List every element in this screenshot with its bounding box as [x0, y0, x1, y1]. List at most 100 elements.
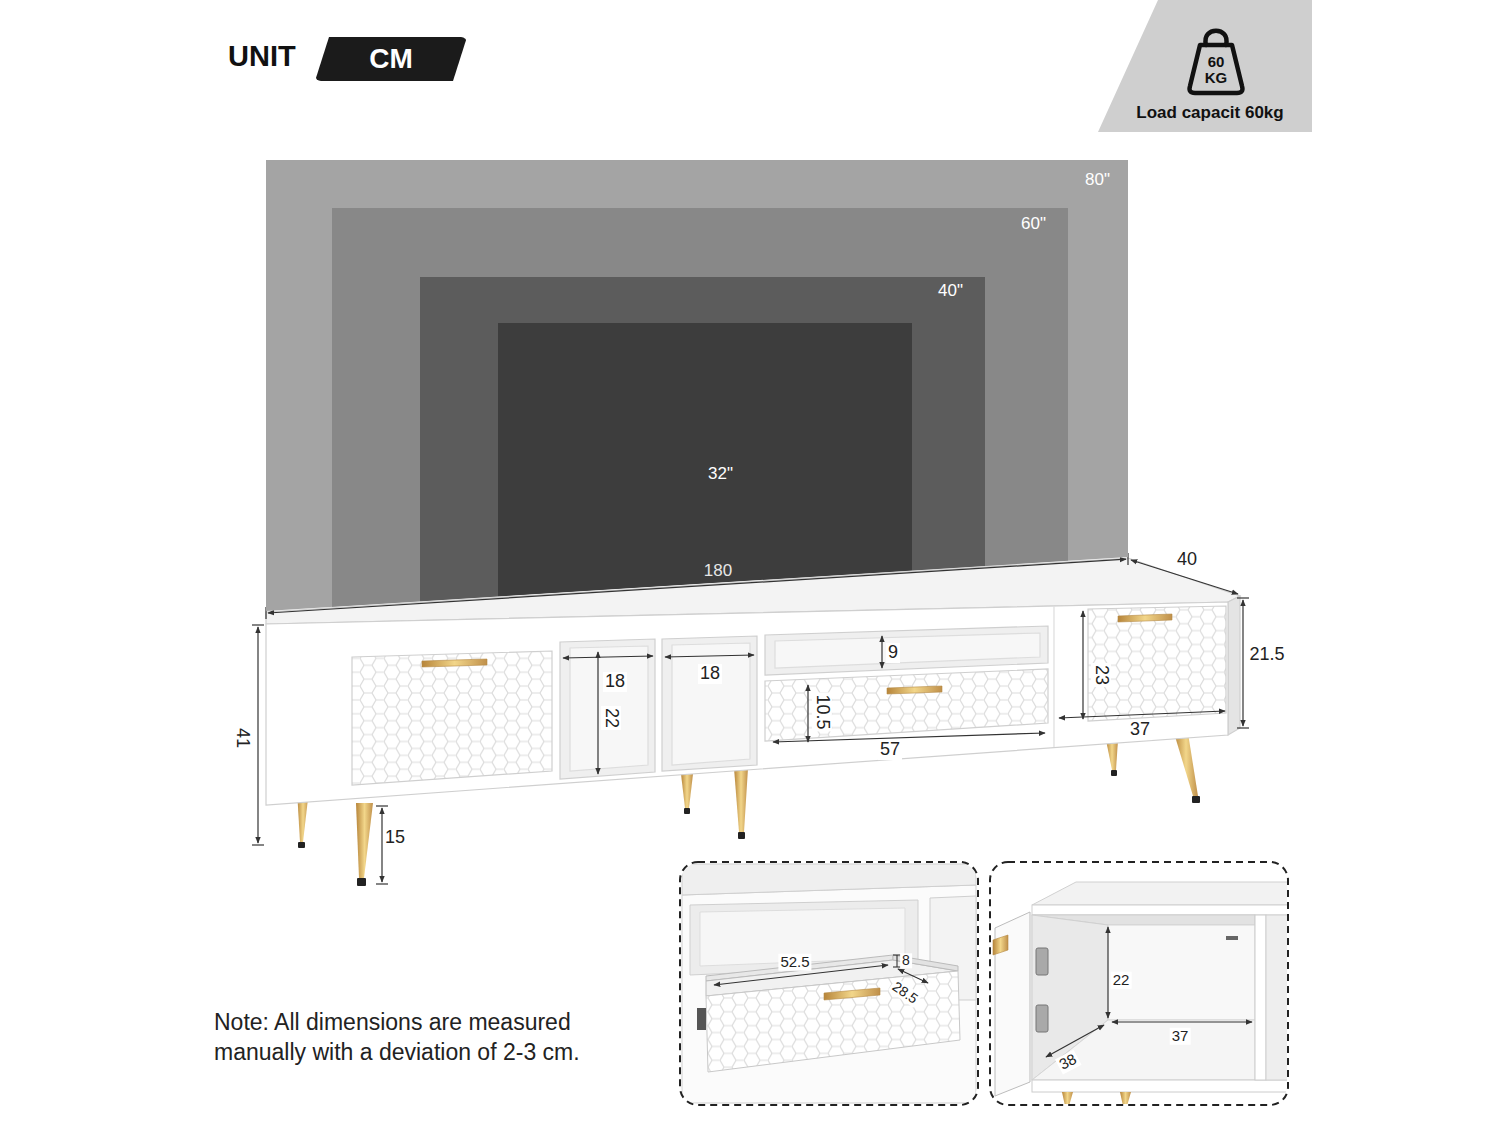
dimension-line [376, 883, 388, 884]
door-detail-inset [1036, 1005, 1048, 1032]
door-detail-inset [1032, 915, 1255, 1080]
weight-value: 60 KG [1198, 54, 1234, 86]
cabinet-leg [684, 808, 690, 814]
note-text: Note: All dimensions are measured manual… [214, 1008, 669, 1068]
dimension-label: 37 [1128, 720, 1152, 740]
tv-cabinet [662, 636, 757, 771]
drawer-detail-inset [682, 864, 976, 895]
tv-cabinet [887, 686, 942, 694]
door-detail-inset [993, 935, 1008, 955]
tv-cabinet [352, 651, 552, 785]
door-detail-inset [990, 862, 1288, 1105]
drawer-detail-inset [680, 862, 978, 1105]
cabinet-leg [298, 842, 305, 848]
dimension-label: 22 [601, 706, 621, 730]
tv-cabinet [570, 646, 648, 771]
dimension-label: 57 [878, 740, 902, 760]
tv-size-label: 80" [1085, 170, 1110, 190]
dimension-label: 21.5 [1247, 645, 1286, 665]
dimension-label: 37 [1170, 1028, 1191, 1045]
dimension-line [376, 805, 388, 806]
drawer-detail-inset [896, 955, 897, 967]
weight-body [1190, 45, 1243, 93]
cabinet-leg [1111, 770, 1117, 776]
door-detail-inset [1112, 1021, 1252, 1022]
cabinet-leg [734, 768, 748, 832]
dimension-line [597, 652, 598, 774]
door-detail-inset [1266, 915, 1287, 1080]
door-detail-inset [1032, 882, 1287, 905]
drawer-detail-inset [680, 862, 978, 1105]
load-capacity-text: Load capacit 60kg [1108, 103, 1312, 123]
dimension-label: 18 [603, 672, 627, 692]
door-detail-inset [1046, 927, 1252, 1057]
dimension-line [1242, 600, 1243, 726]
dimension-label: 180 [704, 562, 732, 581]
dimension-label: 22 [1111, 972, 1132, 989]
dimension-label: 38 [1055, 1050, 1081, 1074]
dimension-label: 15 [383, 828, 407, 848]
cabinet-leg [738, 832, 745, 839]
dimension-line [665, 655, 754, 657]
tv-size-outline: 32" 40" [420, 277, 985, 603]
door-detail-inset [1226, 936, 1238, 940]
drawer-detail-inset [682, 864, 976, 1103]
dimension-label: 9 [886, 643, 900, 663]
dimension-line [1082, 611, 1083, 719]
tv-cabinet [1088, 606, 1226, 721]
door-detail-inset [1036, 948, 1048, 975]
door-detail-inset [1120, 1092, 1131, 1104]
tv-cabinet [672, 643, 750, 765]
dimension-label: 41 [232, 726, 252, 750]
drawer-detail-inset [706, 971, 960, 1072]
door-detail-inset [1032, 1020, 1255, 1080]
dimension-label: 40 [1175, 550, 1199, 570]
door-detail-inset [1062, 1092, 1073, 1104]
door-detail-inset [993, 882, 1287, 1104]
dimension-line [257, 627, 258, 843]
tv-cabinet [1118, 614, 1172, 622]
tv-size-label: 40" [938, 281, 963, 301]
tv-size-label: 60" [1021, 214, 1046, 234]
load-capacity-panel: 60 KG Load capacit 60kg [1098, 0, 1312, 132]
door-detail-inset [1032, 905, 1287, 915]
tv-cabinet [422, 659, 487, 667]
cabinet-leg [357, 878, 366, 886]
tv-cabinet [560, 639, 655, 779]
tv-cabinet [765, 669, 1048, 741]
dimension-line [252, 553, 1249, 884]
cabinet-leg [1174, 733, 1198, 796]
tv-cabinet [775, 633, 1040, 668]
tv-size-outline: 32" [498, 323, 912, 598]
unit-label: UNIT [228, 41, 296, 73]
weight-icon: 60 KG [1185, 20, 1247, 96]
dimension-line [1237, 597, 1249, 598]
drawer-detail-inset [697, 1008, 706, 1030]
tv-size-outline: 32" 40" 60" [332, 208, 1068, 608]
cabinet-leg [1192, 796, 1200, 803]
tv-size-label: 32" [708, 464, 733, 484]
dimension-label: 28.5 [888, 978, 922, 1009]
door-detail-inset [1107, 927, 1108, 1018]
dimension-label: 8 [900, 953, 912, 968]
door-detail-inset [1032, 1080, 1287, 1092]
door-detail-inset [990, 862, 1288, 1106]
dimension-line [563, 656, 653, 658]
unit-badge: CM [315, 37, 467, 81]
tv-size-outline: 32" 40" 60" 80" [266, 160, 1128, 612]
dimension-line [1237, 727, 1249, 728]
unit-value: CM [315, 43, 467, 75]
tv-cabinet [1228, 596, 1240, 735]
dimension-line [252, 624, 264, 625]
dimension-line [881, 636, 882, 668]
dimension-label: 18 [698, 664, 722, 684]
dimension-label: 10.5 [812, 692, 832, 731]
dimension-line [773, 733, 1045, 742]
dimension-label: 23 [1091, 663, 1111, 687]
cabinet-leg [681, 774, 693, 808]
dimension-label: 52.5 [778, 954, 811, 971]
door-detail-inset [1255, 915, 1266, 1080]
cabinet-leg [356, 803, 373, 878]
tv-cabinet [765, 626, 1048, 675]
